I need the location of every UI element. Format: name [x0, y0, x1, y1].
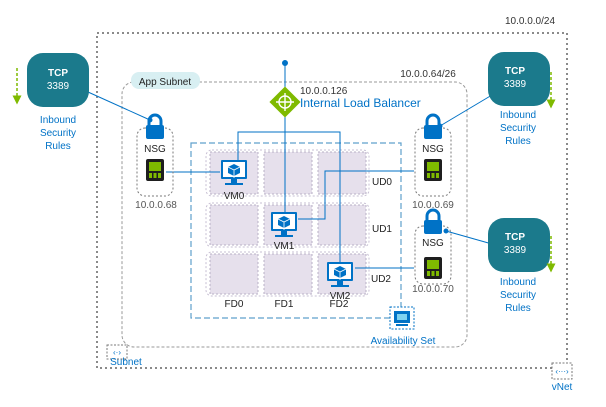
- tcp2-port: 3389: [504, 245, 527, 256]
- load-balancer-label: Internal Load Balancer: [300, 96, 421, 110]
- lock-icon: [422, 208, 444, 236]
- fd0-label: FD0: [225, 299, 244, 310]
- tcp2-rule-line3: Rules: [505, 303, 531, 314]
- subnet-cidr: 10.0.0.64/26: [400, 69, 456, 80]
- domain-grid: [209, 151, 367, 295]
- tcp1-rule-line2: Security: [500, 123, 536, 134]
- subnet-title: App Subnet: [139, 77, 191, 88]
- tcp0-port: 3389: [47, 81, 70, 92]
- subnet-frame: [121, 81, 468, 348]
- vnet-label: vNet: [552, 382, 573, 393]
- ud1-label: UD1: [372, 224, 392, 235]
- fd2-label: FD2: [330, 299, 349, 310]
- vm0-label: VM0: [224, 191, 245, 202]
- nsg1-ip: 10.0.0.69: [412, 200, 454, 211]
- load-balancer-icon: [269, 86, 301, 118]
- tcp0-rule-line2: Security: [40, 128, 76, 139]
- tcp2-rule-line2: Security: [500, 290, 536, 301]
- nic-icon: [424, 159, 442, 181]
- ud0-label: UD0: [372, 177, 392, 188]
- tcp1-rule-line1: Inbound: [500, 110, 536, 121]
- nsg0-label: NSG: [144, 144, 166, 155]
- svg-text:‹·›: ‹·›: [113, 348, 121, 357]
- nsg2-ip: 10.0.0.70: [412, 284, 454, 295]
- load-balancer-ip: 10.0.0.126: [300, 86, 348, 97]
- availability-set-frame: [190, 142, 402, 319]
- nsg0-ip: 10.0.0.68: [135, 200, 177, 211]
- nsg1-label: NSG: [422, 144, 444, 155]
- svg-text:‹···›: ‹···›: [555, 367, 569, 376]
- nsg2-label: NSG: [422, 238, 444, 249]
- rule-connectors: [87, 91, 493, 245]
- vm1-label: VM1: [274, 241, 295, 252]
- subnet-title-tab: [131, 72, 200, 89]
- tcp1-rule-line3: Rules: [505, 136, 531, 147]
- tcp1-protocol: TCP: [505, 66, 525, 77]
- tcp0-protocol: TCP: [48, 68, 68, 79]
- ud2-label: UD2: [371, 274, 391, 285]
- lb-connections: [237, 60, 341, 262]
- availability-set-icon: [389, 306, 415, 330]
- nic-vm-connections: [166, 170, 414, 269]
- vnet-icon: ‹···›: [551, 362, 573, 380]
- nic-icon: [424, 257, 442, 279]
- subnet-label: Subnet: [110, 357, 142, 368]
- availability-set-label: Availability Set: [371, 336, 436, 347]
- tcp2-rule-line1: Inbound: [500, 277, 536, 288]
- nic-icon: [146, 159, 164, 181]
- fd1-label: FD1: [275, 299, 294, 310]
- tcp0-rule-line1: Inbound: [40, 115, 76, 126]
- tcp0-rule-line3: Rules: [45, 141, 71, 152]
- tcp1-port: 3389: [504, 79, 527, 90]
- vm2-label: VM2: [330, 291, 351, 302]
- vnet-cidr: 10.0.0.0/24: [505, 16, 555, 27]
- tcp2-protocol: TCP: [505, 232, 525, 243]
- domain-row-bands: [205, 149, 370, 297]
- subnet-icon: ‹·›: [106, 344, 128, 360]
- vnet-frame: [96, 32, 568, 369]
- tcp-rule-icon: [27, 53, 89, 107]
